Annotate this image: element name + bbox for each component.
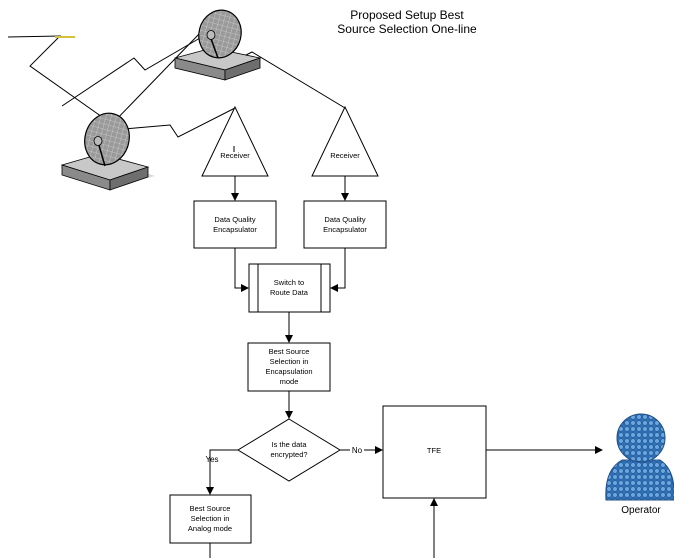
operator-label: Operator [621, 505, 661, 516]
title-line-2: Source Selection One-line [337, 22, 477, 36]
operator-icon [605, 413, 674, 501]
dish-base-side2 [224, 57, 261, 81]
edge-dqe-right-switch [330, 248, 346, 292]
operator-body [605, 459, 674, 501]
decision-line-2: encrypted? [270, 450, 307, 459]
tfe-box [382, 405, 487, 499]
dqe-left [193, 200, 277, 249]
dish-feed [206, 30, 216, 40]
dish-bowl [198, 9, 242, 59]
dish2-bowl [84, 112, 130, 166]
bss-encap-line-2: Selection in [270, 357, 309, 366]
decision-line-1: Is the data [271, 440, 307, 449]
decision-encrypted [237, 418, 341, 482]
satellite-dish-top-icon [174, 9, 262, 81]
title-line-1: Proposed Setup Best [350, 8, 464, 22]
receiver-right-label: Receiver [330, 151, 360, 160]
edge-no-label-bg [350, 444, 364, 455]
bolt-link-left [111, 107, 236, 138]
bolt-link-upper [7, 32, 201, 125]
receiver-right [311, 105, 379, 177]
bss-analog-line-2: Selection in [191, 514, 230, 523]
dish2-mast [97, 141, 106, 167]
bss-analog-box [169, 494, 252, 544]
dqe-left-line-1: Data Quality [214, 215, 256, 224]
bss-encap-line-4: mode [280, 377, 299, 386]
edge-dqe-left-switch [234, 248, 249, 292]
edge-yes [206, 449, 238, 495]
dqe-left-line-2: Encapsulator [213, 225, 257, 234]
bss-encapsulation-box [247, 342, 331, 392]
bss-analog-line-1: Best Source [190, 504, 231, 513]
edge-no-label: No [352, 446, 363, 455]
dqe-right-line-1: Data Quality [324, 215, 366, 224]
receiver-left-label: Receiver [220, 151, 250, 160]
receiver-left [201, 105, 269, 177]
bss-encap-line-1: Best Source [269, 347, 310, 356]
tfe-label: TFE [427, 446, 441, 455]
wireless-links [7, 32, 346, 138]
operator-head [616, 413, 666, 463]
edge-yes-label: Yes [205, 455, 218, 464]
bolt-link-cross [61, 37, 201, 107]
bss-encap-line-3: Encapsulation [265, 367, 312, 376]
dish2-feed [93, 136, 103, 146]
bss-analog-line-3: Analog mode [188, 524, 232, 533]
dqe-right-line-2: Encapsulator [323, 225, 367, 234]
satellite-dish-bottom-icon [60, 112, 155, 191]
switch-line-1: Switch to [274, 278, 304, 287]
dish2-base-side2 [109, 166, 149, 191]
switch-line-2: Route Data [270, 288, 309, 297]
